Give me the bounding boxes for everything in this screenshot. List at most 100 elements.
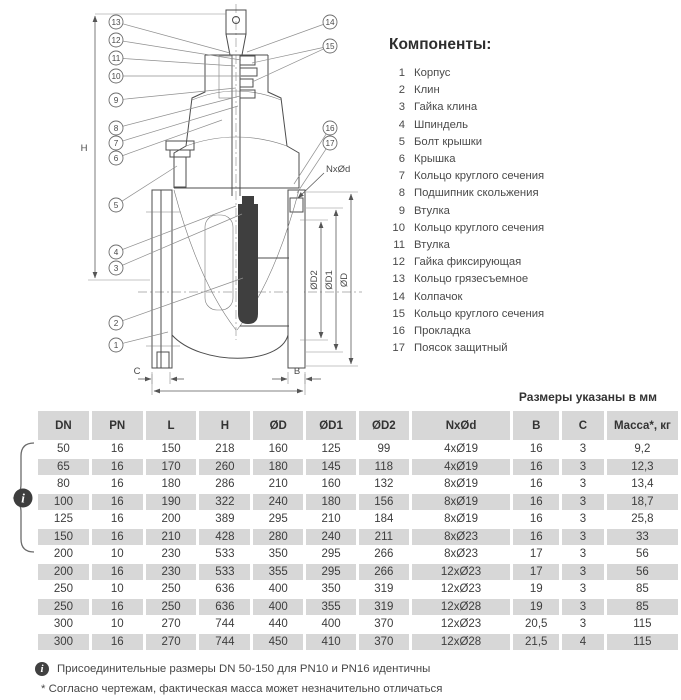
table-cell: 16 — [529, 478, 543, 491]
table-cell: 350 — [268, 548, 288, 561]
left-flange — [146, 189, 180, 369]
column-header: H — [199, 411, 251, 440]
callout-leader — [296, 148, 327, 194]
table-cell: 8xØ23 — [444, 548, 478, 561]
table-cell: 16 — [91, 563, 143, 580]
table-cell: 80 — [57, 478, 70, 491]
callout-leader — [246, 24, 324, 53]
table-cell: 56 — [635, 548, 649, 561]
table-cell: 16 — [529, 513, 543, 526]
table-cell: 295 — [268, 513, 288, 526]
table-cell: 56 — [606, 563, 678, 580]
callout-circle — [322, 14, 338, 30]
callout-number: 8 — [114, 124, 119, 133]
table-cell: 150 — [38, 528, 89, 545]
component-name: Подшипник скольжения — [414, 187, 539, 200]
units-note: Размеры указаны в мм — [518, 390, 657, 404]
table-cell: 13,4 — [631, 478, 654, 491]
callout-leader — [122, 331, 169, 344]
table-cell: 400 — [321, 618, 341, 631]
component-name: Шпиндель — [414, 118, 468, 131]
callout-circle — [322, 38, 338, 54]
table-cell: 12xØ23 — [440, 618, 482, 631]
callout-circle — [108, 150, 124, 166]
callout-circle — [108, 50, 124, 66]
table-cell: 210 — [145, 528, 197, 545]
table-cell: 230 — [161, 548, 181, 561]
table-cell: 12,3 — [606, 458, 678, 475]
table-cell: 8xØ19 — [444, 478, 478, 491]
component-number: 3 — [398, 101, 405, 114]
component-number: 10 — [392, 221, 405, 234]
component-number: 2 — [398, 84, 405, 97]
component-name: Крышка — [414, 153, 456, 166]
table-cell: 180 — [161, 478, 181, 491]
table-cell: 18,7 — [606, 493, 678, 510]
table-cell: 125 — [53, 513, 73, 526]
table-cell: 218 — [215, 443, 235, 456]
callout-circle — [108, 315, 124, 331]
component-number: 1 — [398, 67, 405, 79]
table-cell: 16 — [91, 493, 143, 510]
column-header: PN — [91, 411, 143, 440]
dim-label-H: H — [81, 143, 88, 154]
table-cell: 210 — [268, 478, 288, 491]
table-cell: 25,8 — [631, 513, 654, 526]
callout-leader — [251, 47, 324, 64]
table-cell: 450 — [253, 633, 304, 650]
callout-number: 7 — [114, 139, 119, 148]
table-cell: 3 — [579, 548, 587, 561]
table-cell: 16 — [110, 478, 124, 491]
table-cell: 533 — [215, 548, 235, 561]
column-header: ØD — [253, 411, 304, 440]
table-cell: 266 — [374, 548, 394, 561]
table-cell: 3 — [562, 458, 604, 475]
table-cell: 12xØ23 — [440, 583, 482, 596]
dimension-C: C — [134, 366, 184, 384]
bonnet — [173, 54, 300, 189]
dimension-B: B — [272, 366, 321, 384]
dn-group-bracket: i — [12, 442, 35, 553]
component-number: 6 — [398, 153, 405, 166]
table-cell: 300 — [53, 618, 73, 631]
component-number: 11 — [393, 239, 405, 252]
bracket-info-icon — [13, 488, 33, 508]
callout-number: 3 — [114, 264, 119, 273]
table-cell: 16 — [513, 458, 560, 475]
table-cell: 636 — [199, 598, 251, 615]
table-cell: 156 — [358, 493, 409, 510]
component-number: 5 — [398, 135, 405, 148]
table-cell: 16 — [513, 528, 560, 545]
callout-leader — [122, 119, 223, 156]
table-cell: 389 — [215, 513, 235, 526]
callout-leader — [293, 133, 327, 185]
valve-body — [171, 189, 300, 359]
callout-circle — [108, 68, 124, 84]
table-cell: 10 — [110, 618, 124, 631]
table-cell: 428 — [199, 528, 251, 545]
column-header: B — [513, 411, 560, 440]
component-name: Кольцо круглого сечения — [414, 170, 545, 183]
table-cell: 100 — [38, 493, 89, 510]
note-asterisk-text: * Согласно чертежам, фактическая масса м… — [41, 683, 443, 695]
table-cell: 3 — [562, 563, 604, 580]
callout-number: 15 — [325, 42, 335, 51]
table-cell: 4xØ19 — [411, 458, 511, 475]
